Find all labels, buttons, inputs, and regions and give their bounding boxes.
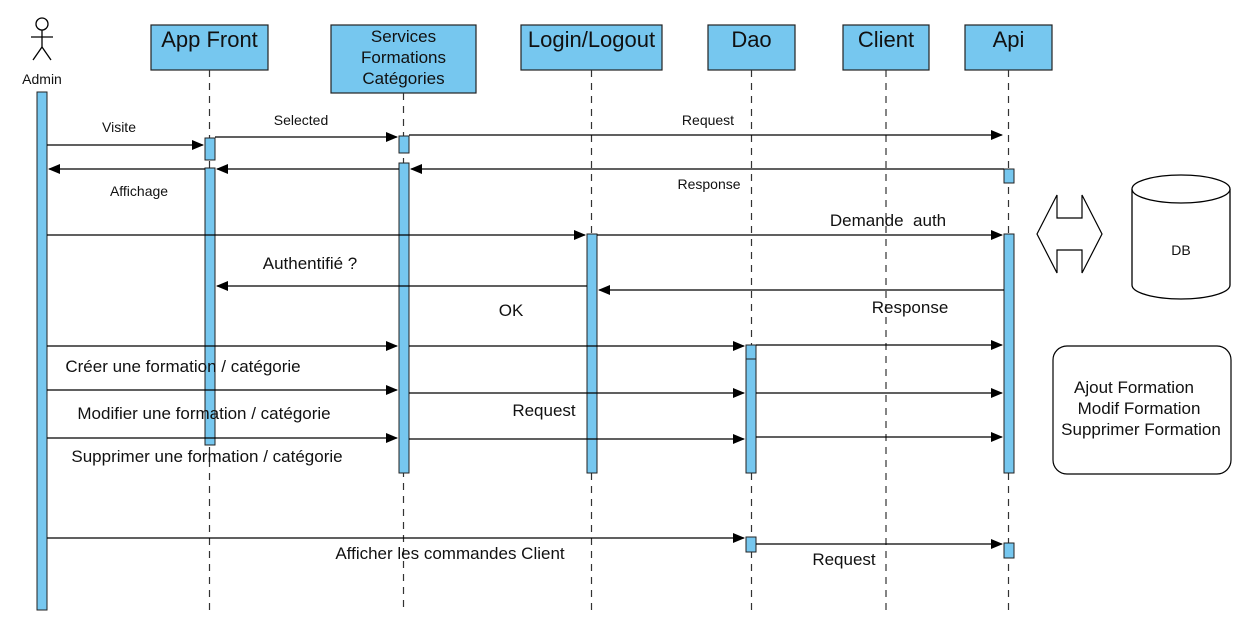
msg-authentifie-label: Authentifié ? <box>263 254 358 273</box>
note-box <box>1052 345 1232 475</box>
activation-services-1 <box>398 135 410 154</box>
participant-dao: Dao <box>707 24 796 71</box>
msg-supprimer-label: Supprimer une formation / catégorie <box>71 447 342 466</box>
double-arrow-icon <box>1036 194 1103 274</box>
note-line-3: Supprimer Formation <box>1061 420 1221 439</box>
participant-label: Dao <box>731 27 771 52</box>
note-line-1: Ajout Formation <box>1074 378 1194 397</box>
activation-api-3 <box>1003 542 1015 559</box>
participant-services: Services Formations Catégories <box>330 24 477 94</box>
participant-client: Client <box>842 24 930 71</box>
activation-login <box>586 233 598 474</box>
msg-demande-auth-label: Demande auth <box>830 211 946 230</box>
note-line-2: Modif Formation <box>1078 399 1201 418</box>
participant-box <box>150 24 269 71</box>
participant-label: Client <box>858 27 914 52</box>
admin-activation <box>36 91 48 611</box>
msg-creer-label: Créer une formation / catégorie <box>65 357 300 376</box>
participant-label: Login/Logout <box>528 27 655 52</box>
participant-label: App Front <box>161 27 258 52</box>
msg-request-bottom-label: Request <box>812 550 876 569</box>
participant-box <box>964 24 1053 71</box>
participant-login-logout: Login/Logout <box>520 24 663 71</box>
database-label: DB <box>1171 242 1190 258</box>
participant-label: Api <box>993 27 1025 52</box>
msg-modifier-label: Modifier une formation / catégorie <box>77 404 330 423</box>
participant-box <box>520 24 663 71</box>
activation-app-front-2 <box>204 167 216 446</box>
msg-affichage-label: Affichage <box>110 183 168 199</box>
msg-afficher-label: Afficher les commandes Client <box>335 544 565 563</box>
participant-box <box>707 24 796 71</box>
msg-request-mid-label: Request <box>512 401 576 420</box>
activation-app-front-1 <box>204 137 216 161</box>
operations-note: Ajout Formation Modif Formation Supprime… <box>1052 345 1232 475</box>
participant-box <box>330 24 477 94</box>
msg-visite-label: Visite <box>102 119 136 135</box>
participant-label-line-1: Services <box>371 27 436 46</box>
participant-box <box>842 24 930 71</box>
msg-selected-label: Selected <box>274 112 328 128</box>
participant-label-line-3: Catégories <box>362 69 444 88</box>
actor-label: Admin <box>22 71 62 87</box>
participant-api: Api <box>964 24 1053 71</box>
participant-label-line-2: Formations <box>361 48 446 67</box>
activation-api-2 <box>1003 233 1015 474</box>
msg-response-auth-label: Response <box>872 298 949 317</box>
activation-dao-1 <box>745 344 757 474</box>
activation-services-2 <box>398 162 410 474</box>
activation-api-1 <box>1003 168 1015 184</box>
admin-actor: Admin <box>22 17 62 87</box>
database-icon <box>1131 189 1231 300</box>
database: DB <box>1131 174 1231 300</box>
activation-dao-2 <box>745 536 757 553</box>
actor-head-icon <box>35 17 49 31</box>
msg-request-top-label: Request <box>682 112 734 128</box>
msg-response-top-label: Response <box>677 176 740 192</box>
msg-ok-label: OK <box>499 301 524 320</box>
participant-app-front: App Front <box>150 24 269 71</box>
